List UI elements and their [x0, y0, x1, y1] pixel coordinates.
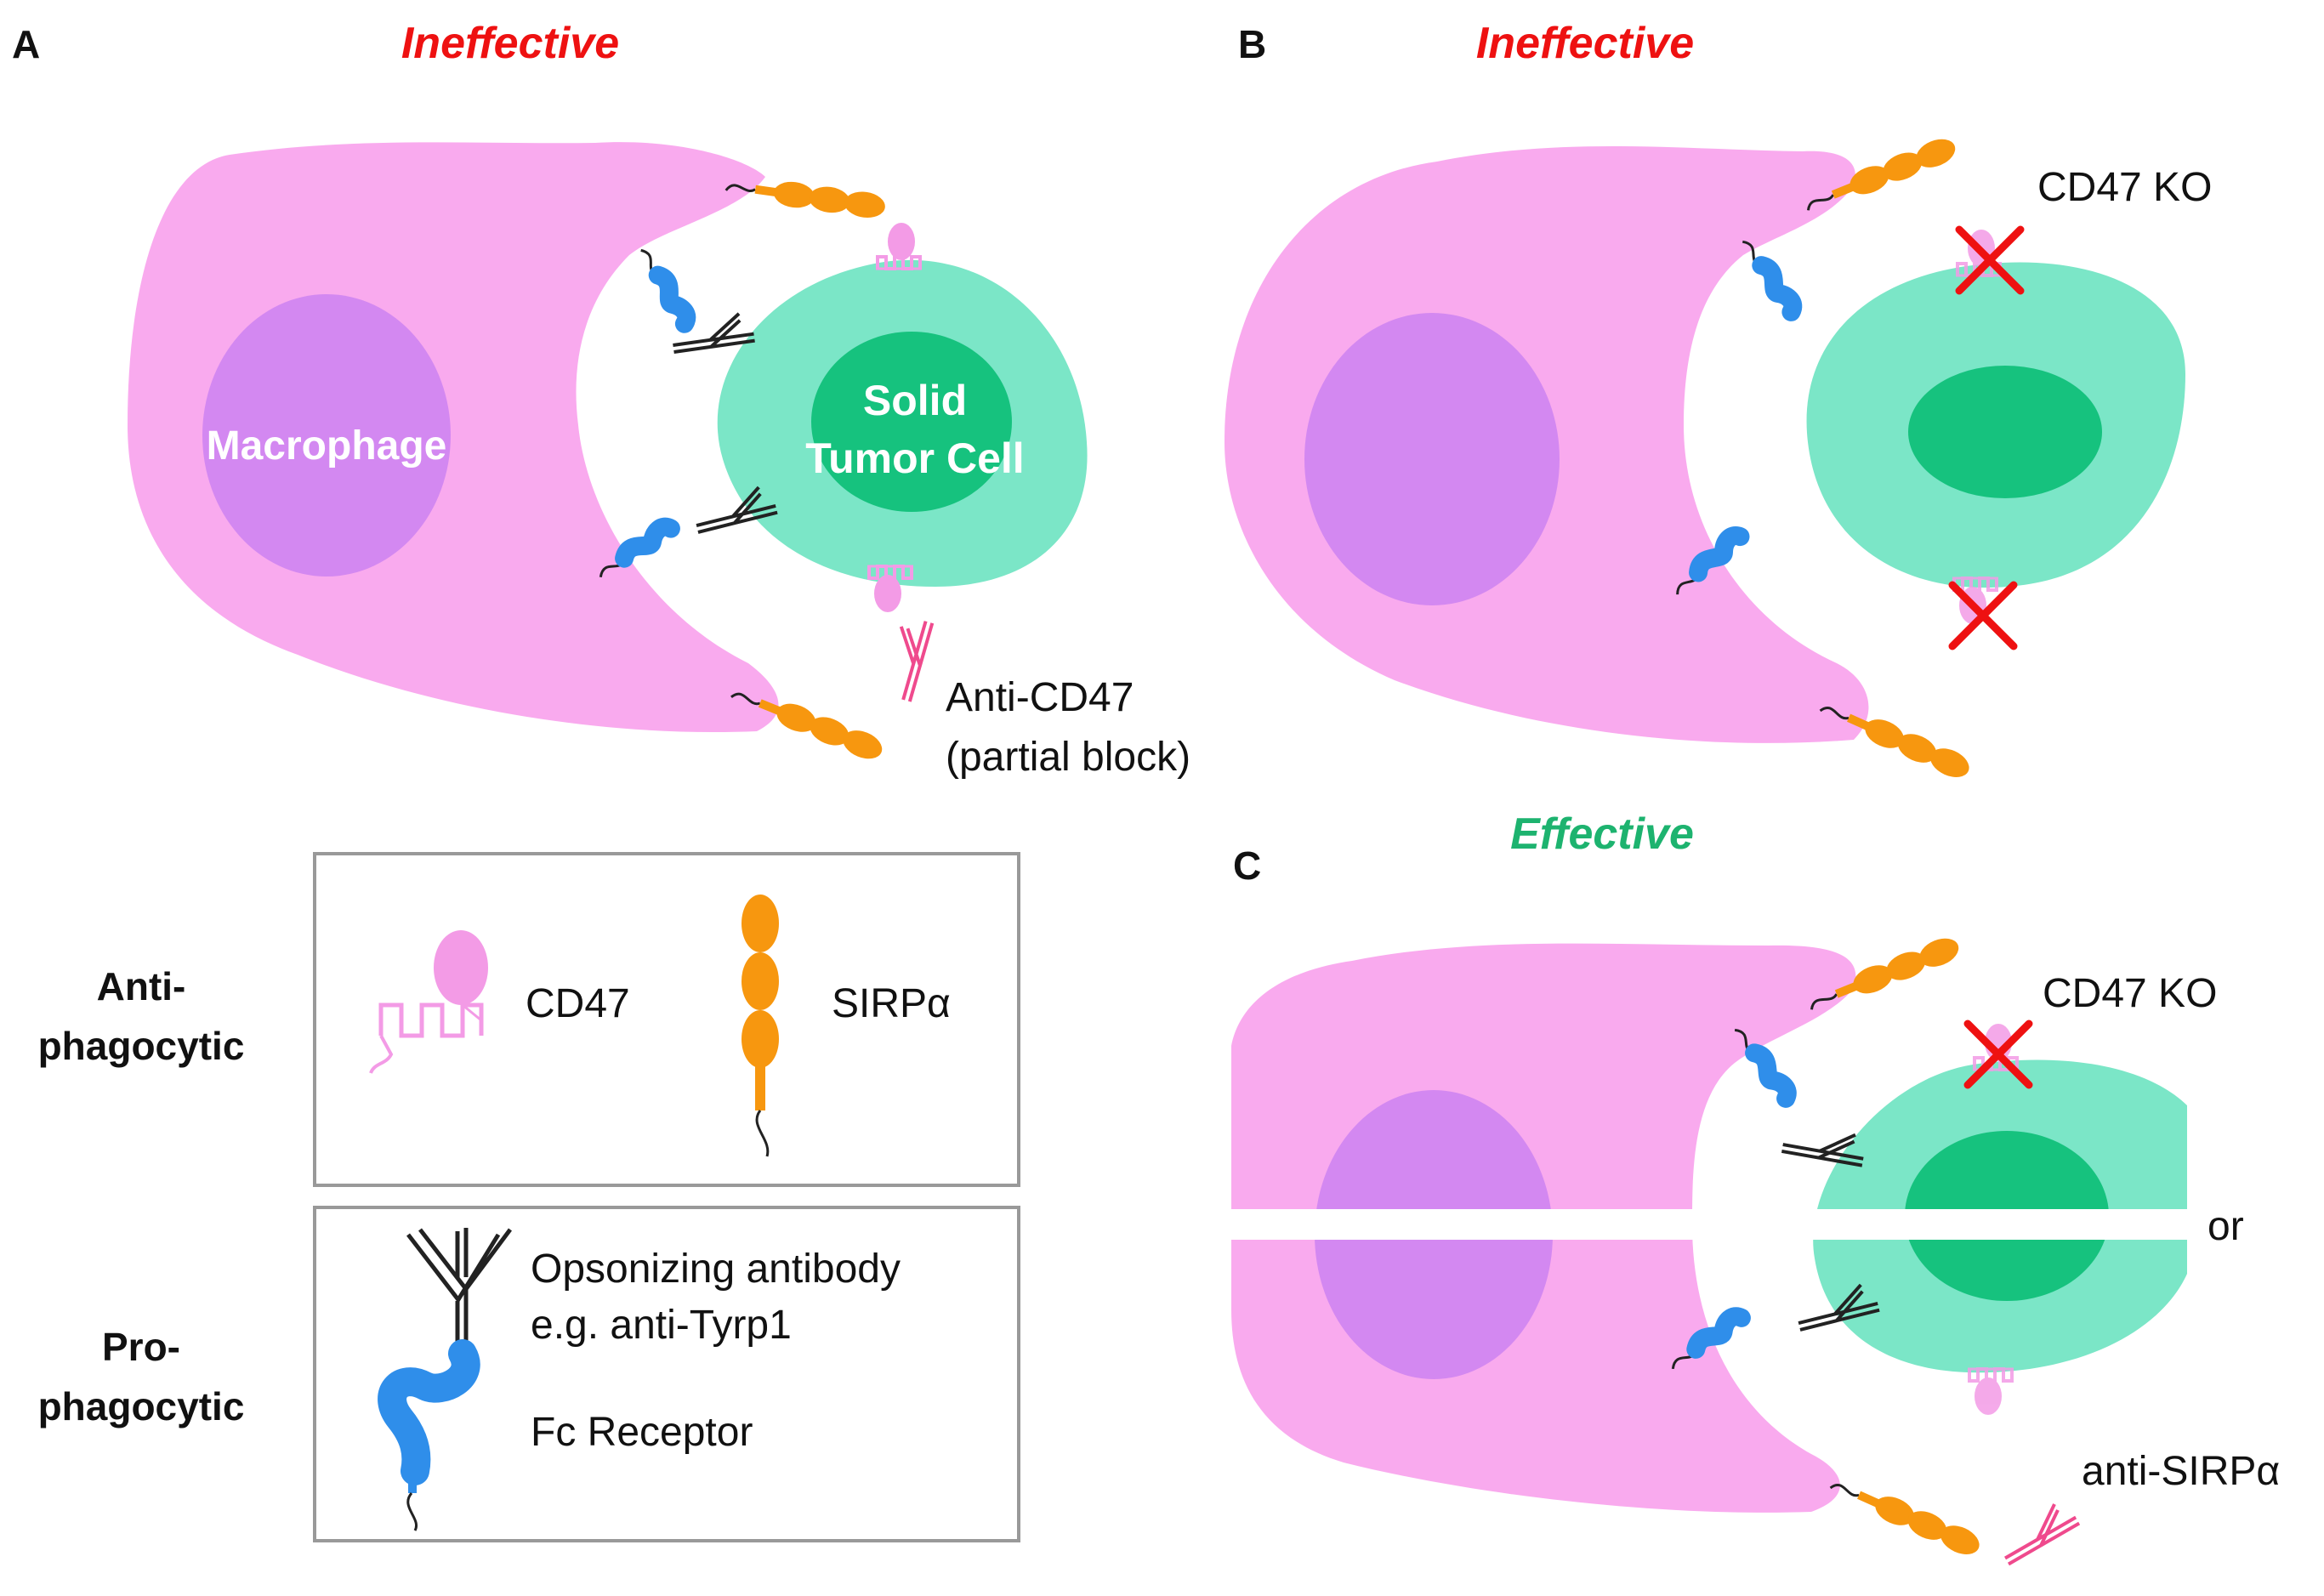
tumor-nucleus	[1908, 366, 2102, 498]
cd47-legend-icon	[369, 930, 488, 1074]
cd47-legend-label: CD47	[526, 981, 630, 1026]
tumor-label-line2: Tumor Cell	[805, 434, 1024, 482]
fc-receptor	[641, 243, 689, 330]
cd47-ko-label: CD47 KO	[2043, 971, 2217, 1016]
anti-phagocytic-label-line1: Anti-	[97, 964, 186, 1008]
split-divider	[1225, 1209, 2202, 1240]
macrophage-cell	[128, 142, 779, 733]
panel-a: A Ineffective Macrophage Solid Tumor Cel…	[12, 19, 1190, 780]
tumor-label-line1: Solid	[863, 377, 967, 424]
cd47-protein	[1966, 1367, 2015, 1417]
antibody-legend-icon	[406, 1228, 513, 1352]
sirpa-receptor	[1826, 1470, 1986, 1562]
panel-a-letter: A	[12, 22, 40, 66]
legend-box-anti	[313, 852, 1020, 1187]
sirpa-legend-label: SIRPα	[832, 981, 951, 1026]
anti-cd47-antibody	[880, 613, 935, 704]
opsonizing-label-line2: e.g. anti-Tyrp1	[531, 1303, 792, 1348]
macrophage-nucleus	[202, 294, 451, 576]
opsonizing-label-line1: Opsonizing antibody	[531, 1247, 901, 1292]
tumor-nucleus	[811, 332, 1012, 512]
anti-sirpa-label: anti-SIRPα	[2082, 1449, 2280, 1494]
sirpa-legend-icon	[742, 895, 779, 1157]
legend: Anti- phagocytic Pro- phagocytic CD47 SI…	[38, 852, 1020, 1542]
panel-c-letter: C	[1233, 843, 1261, 888]
panel-b: B Ineffective CD47 KO	[1225, 19, 2212, 785]
pro-phagocytic-label-line1: Pro-	[102, 1325, 180, 1369]
fc-receptor-legend-label: Fc Receptor	[531, 1410, 753, 1455]
pro-phagocytic-label-line2: phagocytic	[38, 1384, 245, 1428]
anti-cd47-label-line2: (partial block)	[946, 735, 1190, 780]
cd47-ko-label: CD47 KO	[2037, 165, 2212, 210]
panel-c-status: Effective	[1510, 809, 1694, 859]
panel-a-status: Ineffective	[401, 19, 619, 68]
macrophage-label: Macrophage	[207, 423, 447, 469]
panel-c: C Effective CD47 KO or anti-SIRPα	[1225, 809, 2280, 1566]
fc-receptor-legend-icon	[378, 1339, 480, 1531]
panel-b-letter: B	[1238, 22, 1266, 66]
fc-receptor	[1742, 233, 1795, 319]
macrophage-nucleus	[1304, 313, 1560, 605]
anti-phagocytic-label-line2: phagocytic	[38, 1024, 245, 1068]
anti-sirpa-antibody	[1992, 1497, 2082, 1566]
or-label: or	[2208, 1204, 2244, 1249]
panel-b-status: Ineffective	[1476, 19, 1694, 68]
anti-cd47-label-line1: Anti-CD47	[946, 675, 1134, 720]
